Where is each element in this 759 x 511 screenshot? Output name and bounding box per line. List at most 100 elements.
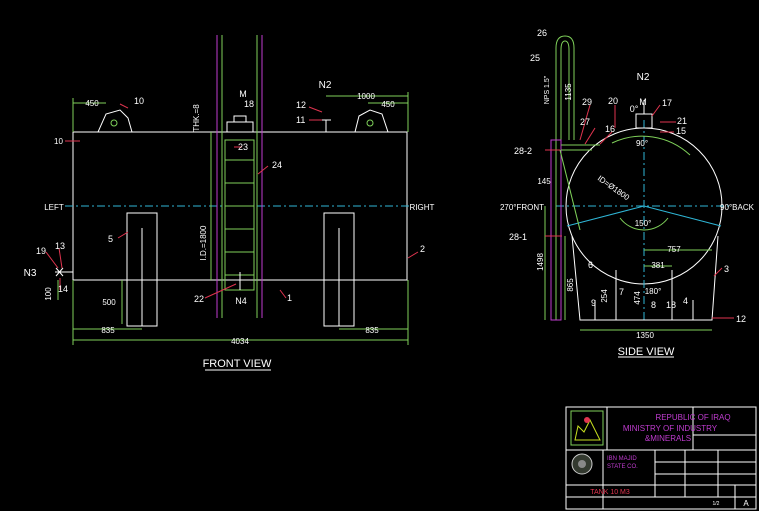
callout-9: 9 (591, 298, 596, 308)
callout-17: 17 (662, 98, 672, 108)
label-n4: N4 (235, 296, 247, 306)
callout-13: 13 (55, 241, 65, 251)
dim-757: 757 (667, 245, 681, 254)
arc-90 (611, 135, 691, 156)
side-radial-right (643, 205, 722, 227)
label-180deg: 180° (645, 287, 662, 296)
label-left: LEFT (44, 203, 64, 212)
callout-7: 7 (619, 287, 624, 297)
side-view: N2 M 0° 90° 150° 180° 270°FRONT 90°BACK … (500, 28, 755, 358)
dim-254: 254 (600, 289, 609, 303)
label-thk: THK.=8 (192, 104, 201, 132)
dim-1135: 1135 (564, 83, 573, 101)
label-pipe: NPS 1.5" (544, 75, 551, 104)
label-side-id: ID=Ø1800 (596, 174, 632, 203)
tb-company: IBN MAJID (607, 456, 637, 462)
dim-4034: 4034 (231, 337, 249, 346)
label-n3: N3 (24, 268, 37, 279)
callout-19: 19 (36, 246, 46, 256)
callout-29: 29 (582, 97, 592, 107)
label-id: I.D.=1800 (199, 225, 208, 260)
callout-23: 23 (238, 142, 248, 152)
callout-8: 8 (651, 300, 656, 310)
callout-14: 14 (58, 284, 68, 294)
dim-450-right: 450 (381, 100, 395, 109)
label-right: RIGHT (410, 203, 435, 212)
front-view: M N2 LEFT RIGHT N3 N4 THK.=8 I.D.=1800 4… (24, 35, 435, 371)
side-label-m: M (639, 97, 647, 107)
side-ladder-pipe (550, 35, 600, 321)
label-150deg: 150° (635, 219, 652, 228)
dim-1350: 1350 (636, 331, 654, 340)
callout-12-side: 12 (736, 314, 746, 324)
dim-100: 100 (44, 287, 53, 301)
callout-11: 11 (296, 115, 305, 125)
callout-21: 21 (677, 116, 687, 126)
manhole-neck (233, 115, 247, 123)
side-radial-left (566, 205, 645, 227)
tb-company2: STATE CO. (607, 464, 638, 470)
dim-145: 145 (537, 177, 551, 186)
callout-5: 5 (108, 234, 113, 244)
callout-27: 27 (580, 117, 590, 127)
side-view-title: SIDE VIEW (618, 346, 675, 358)
arc-150 (619, 217, 669, 231)
side-label-n2: N2 (637, 72, 650, 83)
dim-500: 500 (102, 298, 116, 307)
callout-4: 4 (683, 296, 688, 306)
callout-26: 26 (537, 28, 547, 38)
label-front: 270°FRONT (500, 203, 544, 212)
title-block-frame (565, 406, 757, 510)
tb-minerals: &MINERALS (645, 434, 691, 443)
label-back: 90°BACK (720, 203, 755, 212)
title-block: REPUBLIC OF IRAQ MINISTRY OF INDUSTRY &M… (565, 406, 757, 510)
lug-hole-left (110, 119, 118, 127)
callout-6: 6 (588, 260, 593, 270)
callout-10-side: 10 (54, 137, 63, 146)
label-90deg: 90° (636, 139, 648, 148)
callout-10-top: 10 (134, 96, 144, 106)
callout-18-side: 18 (666, 300, 676, 310)
callout-22: 22 (194, 294, 204, 304)
callout-3: 3 (724, 264, 729, 274)
callout-1: 1 (287, 293, 292, 303)
side-dim-lines (544, 206, 712, 331)
lug-hole-right (366, 119, 374, 127)
ministry-logo (570, 410, 604, 446)
callout-16: 16 (605, 124, 615, 134)
front-dim-lines (57, 92, 409, 345)
lifting-lug-left (97, 109, 133, 133)
callout-28-1: 28-1 (509, 232, 527, 242)
dim-381: 381 (651, 261, 665, 270)
tb-drawing-title: TANK 10 M3 (590, 489, 630, 496)
dim-835-right: 835 (365, 326, 379, 335)
label-0deg: 0° (630, 104, 639, 114)
front-view-title: FRONT VIEW (203, 358, 272, 370)
tb-republic: REPUBLIC OF IRAQ (655, 413, 730, 422)
side-leaders (545, 104, 734, 319)
tb-rev: A (743, 499, 749, 508)
callout-2: 2 (420, 244, 425, 254)
callout-20: 20 (608, 96, 618, 106)
dim-1498: 1498 (536, 253, 545, 271)
dim-865: 865 (566, 278, 575, 292)
callout-24: 24 (272, 160, 282, 170)
callout-15: 15 (676, 126, 686, 136)
valve-n3 (55, 267, 64, 277)
tb-sheet: 1/2 (713, 501, 720, 507)
dim-474: 474 (633, 291, 642, 305)
front-leaders (45, 103, 419, 299)
callout-25: 25 (530, 53, 540, 63)
label-m: M (239, 89, 247, 99)
company-logo (571, 453, 593, 475)
manhole (226, 121, 254, 133)
lifting-lug-right (354, 109, 389, 133)
callout-18: 18 (244, 99, 254, 109)
dim-450-left: 450 (85, 99, 99, 108)
dim-835-left: 835 (101, 326, 115, 335)
dim-1000: 1000 (357, 92, 375, 101)
label-n2: N2 (319, 80, 332, 91)
tb-ministry: MINISTRY OF INDUSTRY (623, 424, 718, 433)
